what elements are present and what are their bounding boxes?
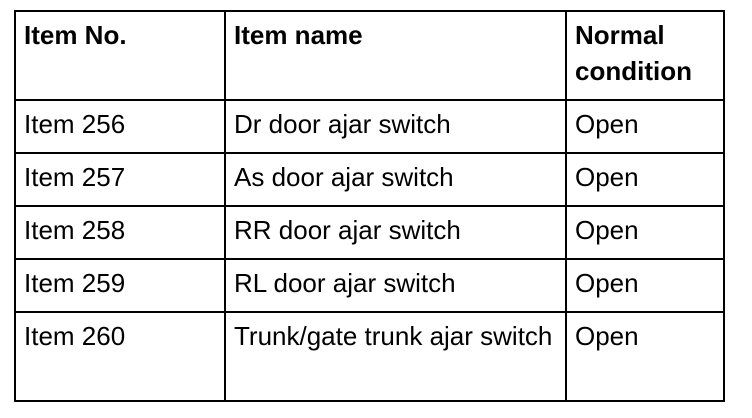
normal-condition-cell: Open bbox=[565, 152, 725, 207]
item-name-cell: As door ajar switch bbox=[224, 152, 567, 207]
column-header-normal-condition: Normal condition bbox=[565, 10, 725, 101]
item-number-cell: Item 259 bbox=[14, 258, 226, 313]
item-name-cell: Trunk/gate trunk ajar switch bbox=[224, 311, 567, 402]
item-name-cell: RR door ajar switch bbox=[224, 205, 567, 260]
normal-condition-cell: Open bbox=[565, 205, 725, 260]
item-number-cell: Item 256 bbox=[14, 99, 226, 154]
column-header-item-no: Item No. bbox=[14, 10, 226, 101]
item-name-cell: RL door ajar switch bbox=[224, 258, 567, 313]
normal-condition-cell: Open bbox=[565, 258, 725, 313]
item-name-cell: Dr door ajar switch bbox=[224, 99, 567, 154]
table-row: Item 260 Trunk/gate trunk ajar switch Op… bbox=[14, 311, 725, 402]
item-number-cell: Item 260 bbox=[14, 311, 226, 402]
normal-condition-cell: Open bbox=[565, 99, 725, 154]
switch-condition-table: Item No. Item name Normal condition Item… bbox=[14, 10, 725, 402]
item-number-cell: Item 257 bbox=[14, 152, 226, 207]
table-row: Item 258 RR door ajar switch Open bbox=[14, 205, 725, 260]
table-row: Item 259 RL door ajar switch Open bbox=[14, 258, 725, 313]
column-header-item-name: Item name bbox=[224, 10, 567, 101]
table-row: Item 257 As door ajar switch Open bbox=[14, 152, 725, 207]
table-header-row: Item No. Item name Normal condition bbox=[14, 10, 725, 101]
normal-condition-cell: Open bbox=[565, 311, 725, 402]
table-row: Item 256 Dr door ajar switch Open bbox=[14, 99, 725, 154]
item-number-cell: Item 258 bbox=[14, 205, 226, 260]
